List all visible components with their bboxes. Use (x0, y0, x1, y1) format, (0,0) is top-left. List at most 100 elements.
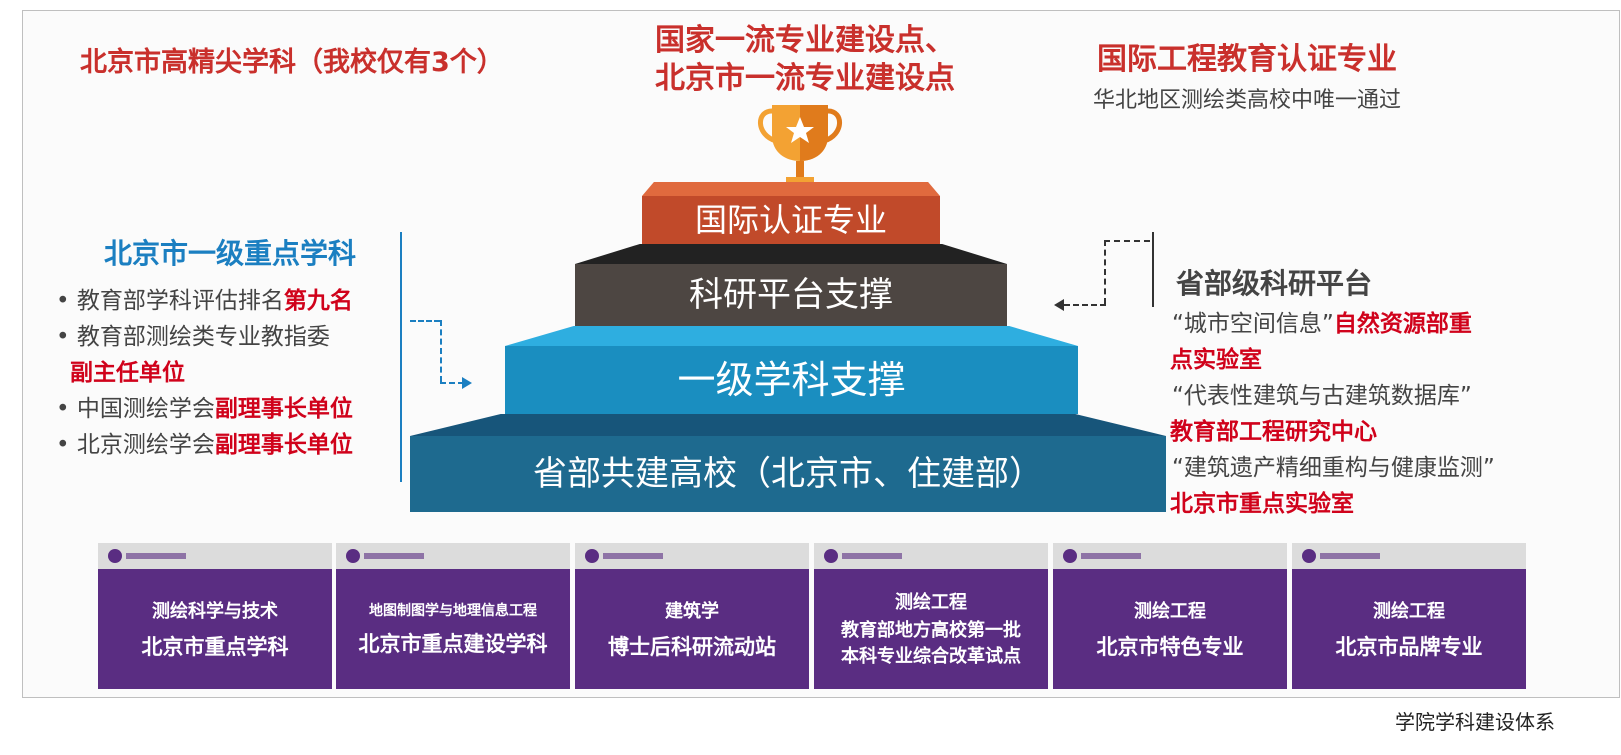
card-line2: 博士后科研流动站 (608, 635, 776, 659)
right-connector-h2 (1064, 304, 1106, 306)
pyramid-level3: 一级学科支撑 (505, 346, 1078, 414)
left-item-text: 教育部学科评估排名 (76, 288, 284, 314)
card-4: 测绘工程 教育部地方高校第一批 本科专业综合改革试点 (814, 543, 1048, 689)
right-list: “城市空间信息”自然资源部重 点实验室 “代表性建筑与古建筑数据库” 教育部工程… (1170, 306, 1532, 522)
card-2: 地图制图学与地理信息工程 北京市重点建设学科 (336, 543, 570, 689)
left-item-highlight: 副理事长单位 (214, 432, 353, 458)
card-line2: 北京市品牌专业 (1335, 635, 1483, 659)
right-connector-h1 (1104, 240, 1150, 242)
left-item-text: 教育部测绘类专业教指委 (76, 324, 330, 350)
arrow-left-icon (1054, 299, 1064, 311)
left-item-2: • 教育部测绘类专业教指委 (56, 319, 353, 355)
left-item-text: 北京测绘学会 (76, 432, 215, 458)
card-header (575, 543, 809, 569)
logo-text-bar (603, 553, 663, 559)
left-connector-h2 (440, 382, 464, 384)
card-line1: 测绘工程 (1373, 601, 1445, 622)
logo-text-bar (1320, 553, 1380, 559)
pyramid-level1-top (642, 182, 940, 196)
left-item-highlight: 第九名 (283, 288, 353, 314)
pyramid-level1: 国际认证专业 (642, 196, 940, 244)
right-panel-title: 省部级科研平台 (1176, 267, 1373, 300)
right-line-5: “建筑遗产精细重构与健康监测” (1172, 455, 1495, 481)
right-divider (1152, 232, 1154, 307)
card-line1: 地图制图学与地理信息工程 (369, 603, 537, 619)
logo-text-bar (842, 553, 902, 559)
card-line1: 测绘工程 (1134, 601, 1206, 622)
card-body: 测绘科学与技术 北京市重点学科 (98, 569, 332, 689)
right-line-1: “城市空间信息”自然资源部重 (1172, 306, 1532, 342)
left-item-highlight: 副理事长单位 (214, 396, 353, 422)
university-logo-icon (346, 549, 360, 563)
top-right-title: 国际工程教育认证专业 (1097, 42, 1397, 77)
pyramid-level2-label: 科研平台支撑 (689, 275, 893, 315)
card-body: 测绘工程 教育部地方高校第一批 本科专业综合改革试点 (814, 569, 1048, 689)
university-logo-icon (1302, 549, 1316, 563)
university-logo-icon (108, 549, 122, 563)
top-center-line2: 北京市一流专业建设点 (655, 61, 955, 96)
pyramid-level2-top (575, 244, 1007, 264)
left-item-1: • 教育部学科评估排名第九名 (56, 283, 353, 319)
logo-text-bar (364, 553, 424, 559)
card-body: 建筑学 博士后科研流动站 (575, 569, 809, 689)
card-header (1053, 543, 1287, 569)
trophy-icon (758, 105, 842, 185)
left-item-text: 中国测绘学会 (76, 396, 215, 422)
card-5: 测绘工程 北京市特色专业 (1053, 543, 1287, 689)
pyramid-level1-label: 国际认证专业 (694, 201, 887, 239)
card-line1: 建筑学 (665, 601, 719, 622)
right-connector-v (1104, 240, 1106, 304)
pyramid-level3-top (505, 326, 1078, 346)
card-header (336, 543, 570, 569)
pyramid-level4: 省部共建高校（北京市、住建部） (410, 436, 1166, 512)
top-right-block: 国际工程教育认证专业 华北地区测绘类高校中唯一通过 (1062, 34, 1432, 114)
card-body: 测绘工程 北京市特色专业 (1053, 569, 1287, 689)
card-6: 测绘工程 北京市品牌专业 (1292, 543, 1526, 689)
bullet: • (56, 288, 70, 314)
pyramid-level3-label: 一级学科支撑 (677, 358, 906, 402)
left-divider (400, 232, 402, 482)
top-center-line1: 国家一流专业建设点、 (655, 23, 955, 58)
right-line-text: “城市空间信息” (1172, 311, 1334, 337)
left-connector-h1 (410, 320, 440, 322)
logo-text-bar (1081, 553, 1141, 559)
left-item-4: • 北京测绘学会副理事长单位 (56, 427, 353, 463)
left-connector-v (440, 320, 442, 382)
university-logo-icon (585, 549, 599, 563)
card-body: 地图制图学与地理信息工程 北京市重点建设学科 (336, 569, 570, 689)
university-logo-icon (1063, 549, 1077, 563)
bullet: • (56, 324, 70, 350)
left-item-highlight: 副主任单位 (70, 360, 185, 386)
left-item-3: • 中国测绘学会副理事长单位 (56, 391, 353, 427)
card-3: 建筑学 博士后科研流动站 (575, 543, 809, 689)
bullet: • (56, 432, 70, 458)
card-line1: 测绘工程 (895, 592, 967, 613)
right-line-4: 教育部工程研究中心 (1170, 419, 1377, 445)
top-right-subtitle: 华北地区测绘类高校中唯一通过 (1092, 88, 1401, 113)
left-panel-title: 北京市一级重点学科 (104, 237, 357, 270)
right-line-6: 北京市重点实验室 (1170, 491, 1354, 517)
logo-text-bar (126, 553, 186, 559)
caption: 学院学科建设体系 (1395, 710, 1555, 734)
card-body: 测绘工程 北京市品牌专业 (1292, 569, 1526, 689)
card-line2: 教育部地方高校第一批 (841, 620, 1021, 641)
card-header (1292, 543, 1526, 569)
pyramid-level4-label: 省部共建高校（北京市、住建部） (533, 454, 1043, 494)
bullet: • (56, 396, 70, 422)
right-line-3: “代表性建筑与古建筑数据库” (1172, 383, 1472, 409)
card-line2: 北京市特色专业 (1096, 635, 1244, 659)
right-line-2: 点实验室 (1170, 347, 1262, 373)
left-list: • 教育部学科评估排名第九名 • 教育部测绘类专业教指委 副主任单位 • 中国测… (56, 283, 353, 463)
university-logo-icon (824, 549, 838, 563)
card-1: 测绘科学与技术 北京市重点学科 (98, 543, 332, 689)
card-line2: 北京市重点学科 (141, 635, 289, 659)
card-header (814, 543, 1048, 569)
left-item-2-cont: 副主任单位 (56, 355, 353, 391)
card-header (98, 543, 332, 569)
top-left-title: 北京市高精尖学科（我校仅有3个） (80, 47, 504, 78)
card-line3: 本科专业综合改革试点 (841, 646, 1021, 667)
top-center-title: 国家一流专业建设点、 北京市一流专业建设点 (620, 22, 990, 98)
pyramid-level2: 科研平台支撑 (575, 264, 1007, 326)
right-line-highlight: 自然资源部重 (1333, 311, 1472, 337)
card-line2: 北京市重点建设学科 (358, 632, 548, 656)
